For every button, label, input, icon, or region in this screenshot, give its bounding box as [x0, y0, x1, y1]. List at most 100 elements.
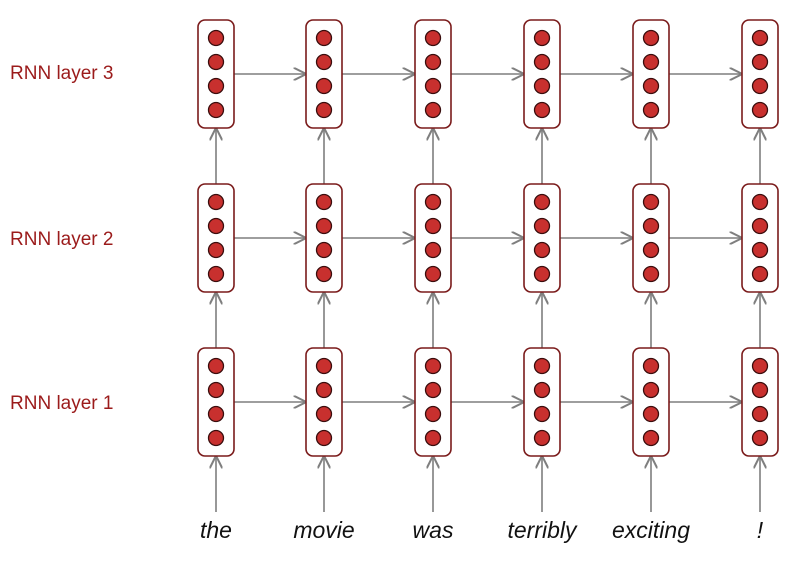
- word-exciting: exciting: [612, 517, 690, 543]
- hidden-unit: [533, 357, 551, 375]
- hidden-unit: [533, 53, 551, 71]
- hidden-unit: [207, 357, 225, 375]
- hidden-unit: [533, 265, 551, 283]
- hidden-unit: [642, 217, 660, 235]
- rnn-cell: [632, 19, 670, 129]
- hidden-unit: [315, 53, 333, 71]
- hidden-unit: [533, 77, 551, 95]
- hidden-unit: [533, 381, 551, 399]
- hidden-unit: [315, 381, 333, 399]
- hidden-unit: [424, 101, 442, 119]
- rnn-cell: [632, 347, 670, 457]
- hidden-unit: [533, 101, 551, 119]
- rnn-cell: [741, 183, 779, 293]
- hidden-unit: [424, 217, 442, 235]
- hidden-unit: [207, 53, 225, 71]
- hidden-unit: [642, 101, 660, 119]
- hidden-unit: [642, 405, 660, 423]
- hidden-unit: [533, 429, 551, 447]
- rnn-cell: [523, 19, 561, 129]
- rnn-cell: [197, 19, 235, 129]
- rnn-cell: [305, 183, 343, 293]
- hidden-unit: [533, 29, 551, 47]
- rnn-cell: [414, 183, 452, 293]
- hidden-unit: [315, 77, 333, 95]
- rnn-cell: [305, 19, 343, 129]
- rnn-cell: [741, 19, 779, 129]
- hidden-unit: [424, 357, 442, 375]
- hidden-unit: [424, 29, 442, 47]
- hidden-unit: [207, 217, 225, 235]
- hidden-unit: [751, 77, 769, 95]
- hidden-unit: [424, 241, 442, 259]
- hidden-unit: [315, 217, 333, 235]
- hidden-unit: [424, 77, 442, 95]
- rnn-cell: [414, 347, 452, 457]
- hidden-unit: [642, 357, 660, 375]
- hidden-unit: [315, 405, 333, 423]
- hidden-unit: [207, 29, 225, 47]
- hidden-unit: [751, 53, 769, 71]
- rnn-cell: [197, 347, 235, 457]
- hidden-unit: [207, 193, 225, 211]
- hidden-unit: [751, 29, 769, 47]
- hidden-unit: [642, 381, 660, 399]
- hidden-unit: [642, 29, 660, 47]
- hidden-unit: [424, 381, 442, 399]
- hidden-unit: [207, 405, 225, 423]
- layer-label-1: RNN layer 1: [10, 393, 114, 414]
- hidden-unit: [315, 29, 333, 47]
- rnn-cell: [197, 183, 235, 293]
- hidden-unit: [315, 241, 333, 259]
- rnn-cell: [305, 347, 343, 457]
- word-was: was: [412, 517, 454, 543]
- hidden-unit: [751, 241, 769, 259]
- hidden-unit: [751, 357, 769, 375]
- hidden-unit: [533, 193, 551, 211]
- hidden-unit: [751, 265, 769, 283]
- hidden-unit: [751, 193, 769, 211]
- hidden-unit: [642, 193, 660, 211]
- hidden-unit: [424, 53, 442, 71]
- rnn-cell: [632, 183, 670, 293]
- layer-label-2: RNN layer 2: [10, 229, 114, 250]
- hidden-unit: [207, 77, 225, 95]
- hidden-unit: [751, 217, 769, 235]
- hidden-unit: [533, 405, 551, 423]
- hidden-unit: [315, 357, 333, 375]
- rnn-cell: [414, 19, 452, 129]
- hidden-unit: [424, 429, 442, 447]
- hidden-unit: [424, 265, 442, 283]
- hidden-unit: [207, 265, 225, 283]
- hidden-unit: [207, 429, 225, 447]
- word-the: the: [200, 517, 232, 543]
- hidden-unit: [207, 241, 225, 259]
- hidden-unit: [533, 217, 551, 235]
- hidden-unit: [751, 405, 769, 423]
- hidden-unit: [642, 53, 660, 71]
- layer-label-3: RNN layer 3: [10, 63, 114, 84]
- word-movie: movie: [293, 517, 355, 543]
- hidden-unit: [207, 101, 225, 119]
- hidden-unit: [315, 429, 333, 447]
- hidden-unit: [751, 381, 769, 399]
- hidden-unit: [642, 429, 660, 447]
- hidden-unit: [315, 101, 333, 119]
- rnn-cell: [741, 347, 779, 457]
- hidden-unit: [315, 193, 333, 211]
- hidden-unit: [533, 241, 551, 259]
- hidden-unit: [424, 405, 442, 423]
- hidden-unit: [207, 381, 225, 399]
- hidden-unit: [315, 265, 333, 283]
- hidden-unit: [642, 265, 660, 283]
- word-bang: !: [756, 517, 764, 543]
- word-terribly: terribly: [507, 517, 577, 543]
- hidden-unit: [642, 77, 660, 95]
- hidden-unit: [751, 101, 769, 119]
- rnn-cell: [523, 347, 561, 457]
- hidden-unit: [751, 429, 769, 447]
- hidden-unit: [424, 193, 442, 211]
- rnn-cell: [523, 183, 561, 293]
